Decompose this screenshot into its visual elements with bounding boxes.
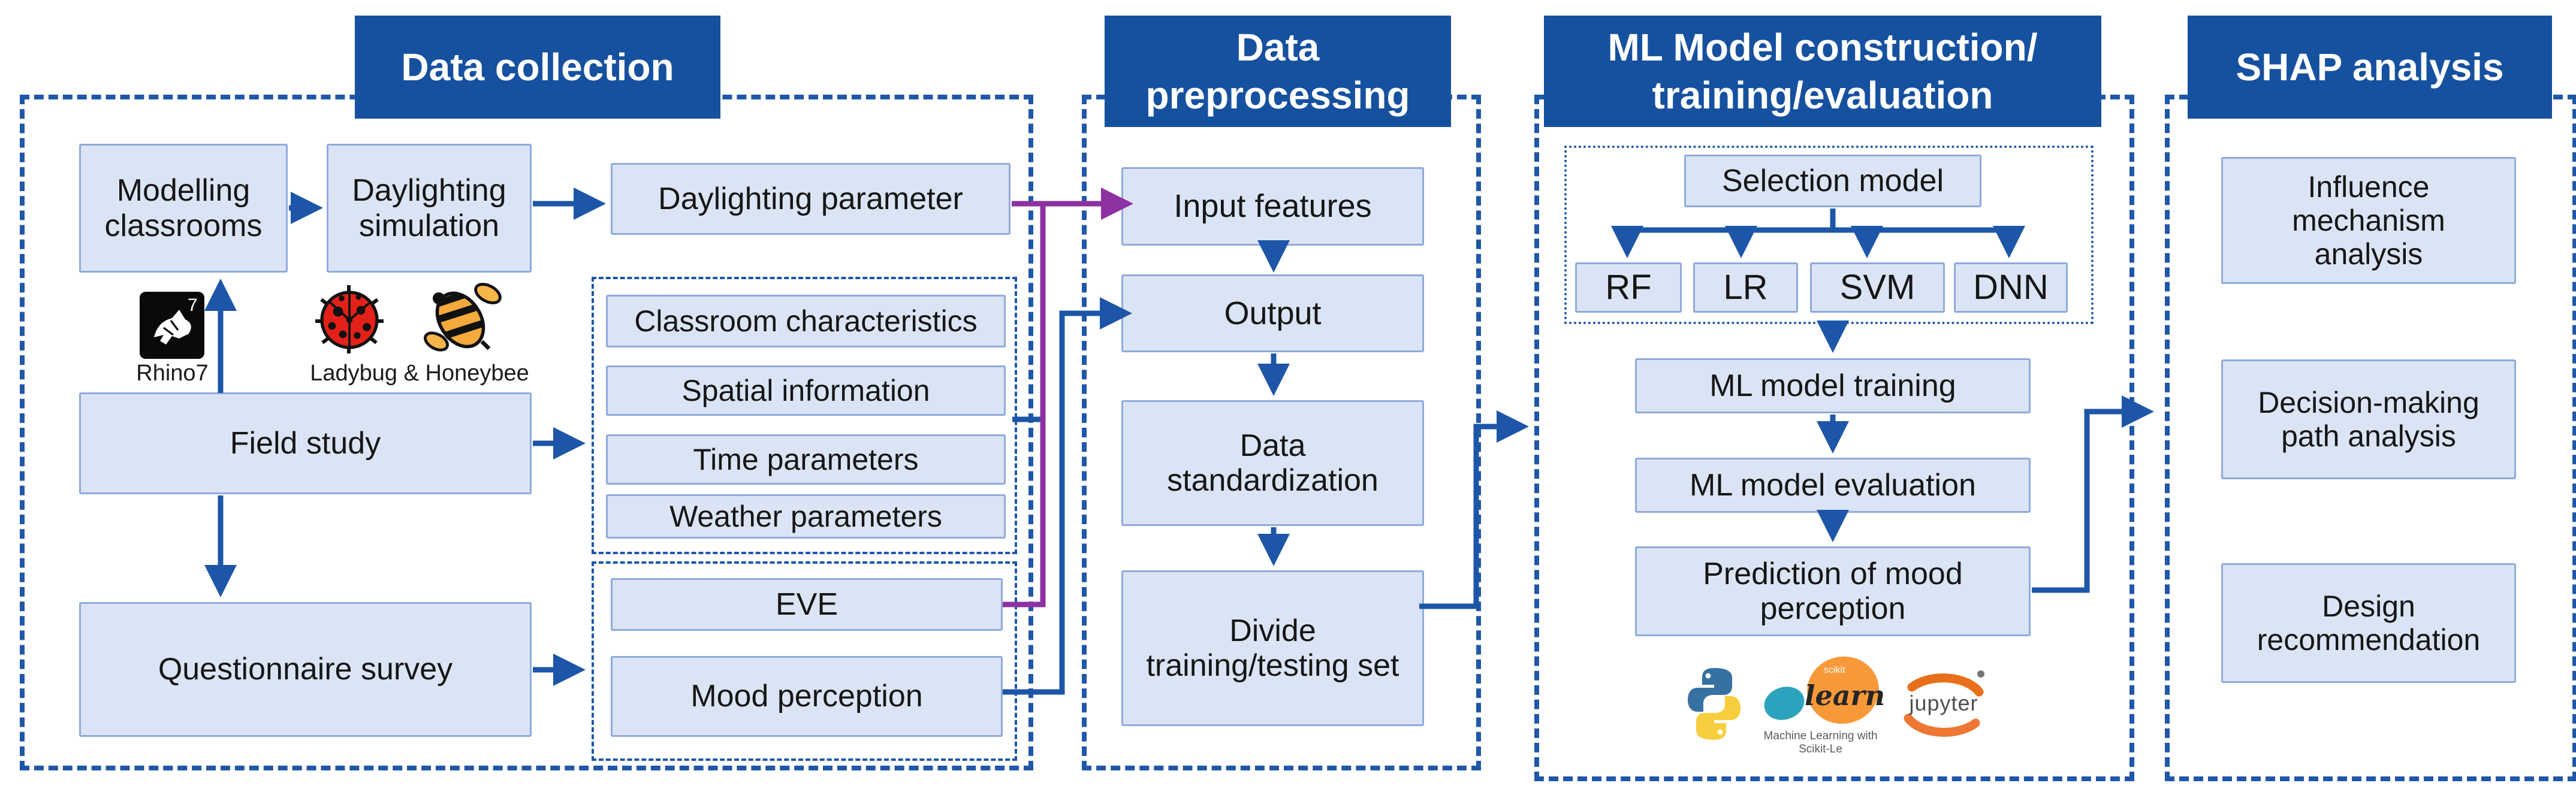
rhino7-caption: Rhino7 <box>136 361 209 386</box>
box-prediction-mood: Prediction of mood perception <box>1635 546 2031 636</box>
honeybee-icon <box>420 279 505 357</box>
header-shap: SHAP analysis <box>2188 16 2552 119</box>
box-spatial-information: Spatial information <box>606 365 1006 416</box>
box-model-lr: LR <box>1693 262 1798 313</box>
box-model-dnn: DNN <box>1954 262 2068 313</box>
box-design-recommendation: Design recommendation <box>2221 563 2516 683</box>
scikit-learn-icon: scikit learn Machine Learning with Sciki… <box>1747 648 1894 760</box>
box-weather-parameters: Weather parameters <box>606 494 1006 539</box>
header-ml-model: ML Model construction/ training/evaluati… <box>1544 16 2101 127</box>
box-field-study: Field study <box>79 392 532 494</box>
box-eve: EVE <box>611 578 1003 631</box>
box-daylighting-simulation: Daylighting simulation <box>327 144 532 273</box>
scikit-learn-caption: Machine Learning with Scikit-Le <box>1763 730 1878 755</box>
box-questionnaire-survey: Questionnaire survey <box>79 602 532 737</box>
box-daylighting-parameter: Daylighting parameter <box>611 163 1011 235</box>
box-model-rf: RF <box>1575 262 1682 313</box>
ladybug-icon <box>312 280 387 357</box>
box-model-svm: SVM <box>1810 262 1945 313</box>
header-data-preprocessing: Data preprocessing <box>1105 16 1451 127</box>
box-ml-training: ML model training <box>1635 358 2031 413</box>
box-input-features: Input features <box>1121 167 1424 246</box>
rhino7-version-glyph: 7 <box>188 295 198 315</box>
python-icon <box>1684 656 1744 752</box>
scikit-word: scikit <box>1824 665 1845 675</box>
box-output: Output <box>1121 274 1424 352</box>
box-modelling-classrooms: Modelling classrooms <box>79 144 288 273</box>
jupyter-word: jupyter <box>1909 691 1978 715</box>
box-selection-model: Selection model <box>1684 155 1981 207</box>
box-ml-evaluation: ML model evaluation <box>1635 458 2031 513</box>
box-divide-train-test: Divide training/testing set <box>1121 570 1424 726</box>
rhino7-icon: 7 <box>140 292 204 359</box>
box-data-standardization: Data standardization <box>1121 400 1424 526</box>
learn-word: learn <box>1805 679 1886 712</box>
ladybug-honeybee-caption: Ladybug & Honeybee <box>310 361 529 386</box>
box-classroom-characteristics: Classroom characteristics <box>606 295 1006 347</box>
header-data-collection: Data collection <box>355 16 720 119</box>
box-mood-perception: Mood perception <box>611 656 1003 737</box>
box-influence-mechanism: Influence mechanism analysis <box>2221 157 2516 284</box>
box-time-parameters: Time parameters <box>606 434 1006 485</box>
jupyter-icon: jupyter <box>1899 656 1989 755</box>
box-decision-path: Decision-making path analysis <box>2221 359 2516 479</box>
